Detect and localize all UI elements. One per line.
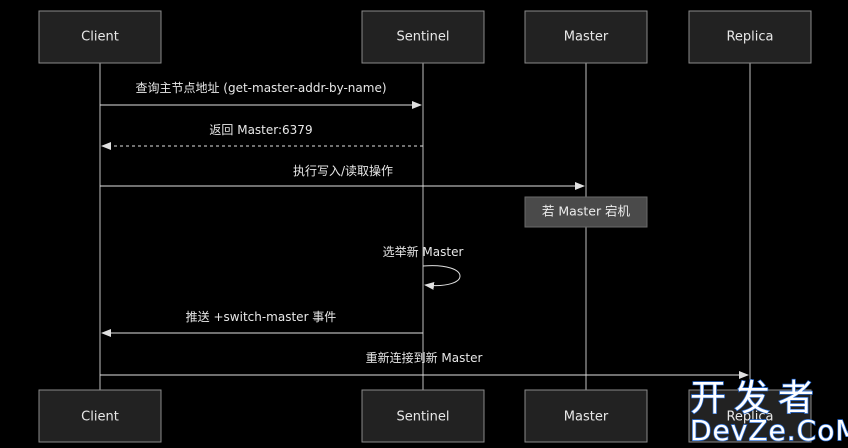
message-label-2: 返回 Master:6379 [209, 123, 312, 137]
message-label-3: 执行写入/读取操作 [293, 163, 393, 178]
actor-top-client-label: Client [81, 30, 119, 45]
actor-top-replica-label: Replica [726, 30, 773, 45]
watermark-logo: 开发者 DevZe.CoM [689, 377, 848, 447]
actor-top-master: Master [524, 10, 648, 64]
actor-bottom-client-label: Client [81, 410, 119, 425]
message-label-5: 推送 +switch-master 事件 [186, 309, 337, 324]
actor-bottom-replica: Replica [688, 389, 812, 443]
message-arrow-4 [422, 265, 461, 290]
actor-bottom-sentinel: Sentinel [361, 389, 485, 443]
actor-bottom-master-label: Master [564, 410, 609, 425]
actor-top-replica: Replica [688, 10, 812, 64]
actor-top-sentinel-label: Sentinel [396, 30, 449, 45]
note-text: 若 Master 宕机 [542, 204, 631, 219]
actor-bottom-client: Client [38, 389, 162, 443]
message-label-1: 查询主节点地址 (get-master-addr-by-name) [135, 81, 386, 95]
message-label-6: 重新连接到新 Master [366, 350, 483, 365]
actor-top-sentinel: Sentinel [361, 10, 485, 64]
message-label-4: 选举新 Master [383, 244, 464, 259]
actor-top-master-label: Master [564, 30, 609, 45]
actor-bottom-sentinel-label: Sentinel [396, 410, 449, 425]
watermark-sub-text: DevZe.CoM [690, 414, 848, 447]
watermark-main-text: 开发者 [690, 378, 822, 419]
actor-top-client: Client [38, 10, 162, 64]
actor-bottom-master: Master [524, 389, 648, 443]
actor-bottom-replica-label: Replica [726, 410, 773, 425]
note-master-down: 若 Master 宕机 [524, 196, 648, 228]
